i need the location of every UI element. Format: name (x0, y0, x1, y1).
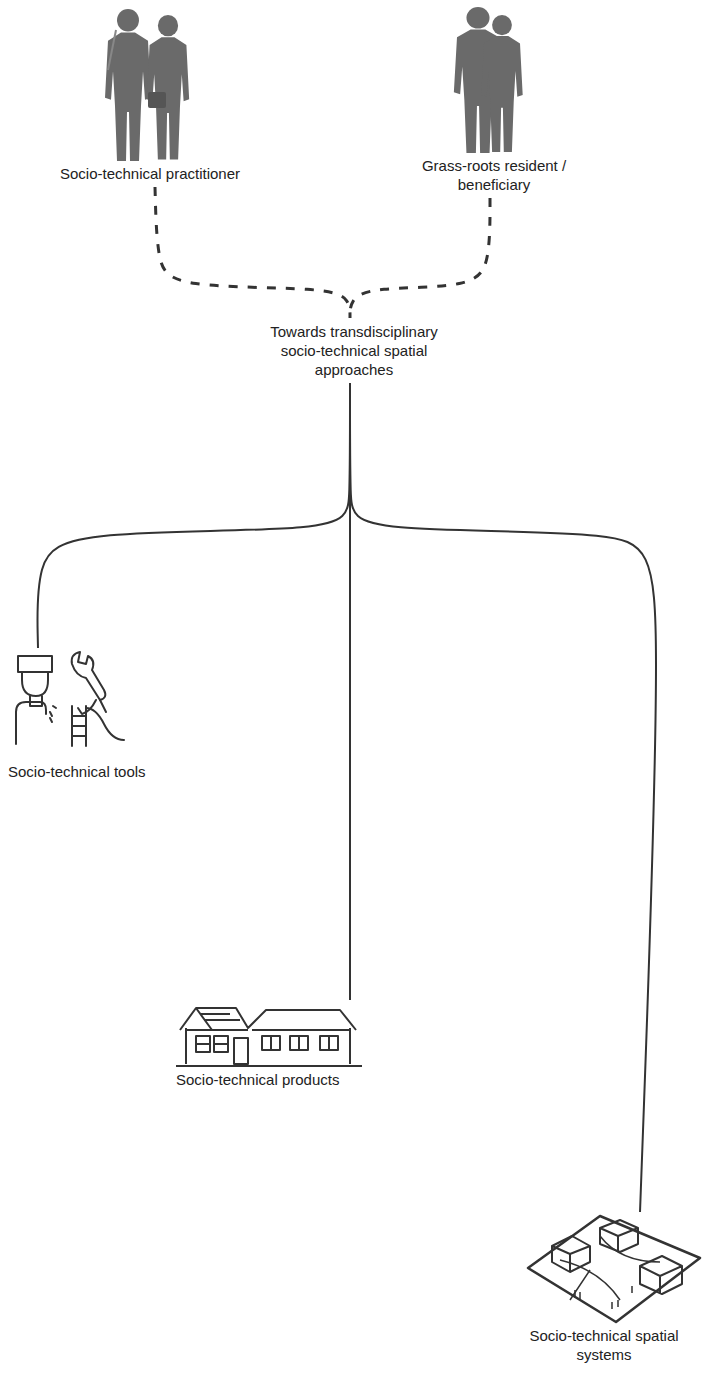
settlement-illustration (528, 1216, 700, 1322)
figure-label: Socio-technical spatial systems (500, 1326, 704, 1364)
figure-label: Socio-technical practitioner (58, 164, 242, 183)
labelled-figure: Socio-technical practitioner (40, 2, 260, 187)
house-illustration (176, 1008, 362, 1066)
figure-label: Towards transdisciplinary socio-technica… (250, 322, 458, 379)
branch-line (350, 198, 490, 318)
labelled-figure: Socio-technical products (160, 1000, 460, 1093)
labelled-figure: Socio-technical tools (4, 648, 194, 785)
branch-line (350, 383, 656, 1212)
tool-icons (16, 652, 124, 746)
figure-label: Socio-technical products (174, 1070, 341, 1089)
figure-label: Socio-technical tools (6, 762, 148, 781)
figure-label: Grass-roots resident / beneficiary (395, 156, 593, 194)
branch-line (155, 187, 350, 318)
branch-line (37, 383, 350, 648)
resident-figures (454, 7, 523, 153)
practitioner-figures (105, 9, 189, 161)
labelled-figure: Grass-roots resident / beneficiary (395, 2, 593, 198)
labelled-figure: Socio-technical spatial systems (500, 1212, 704, 1368)
labelled-figure: Towards transdisciplinary socio-technica… (250, 318, 458, 383)
